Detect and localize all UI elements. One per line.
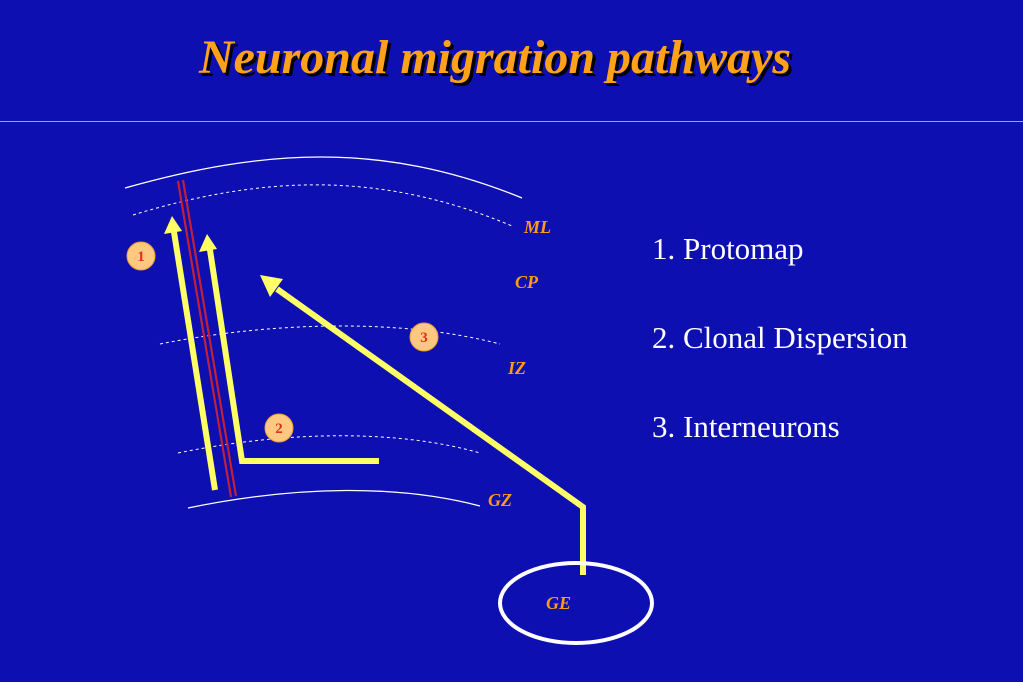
badge-number: 2 <box>275 421 283 437</box>
protomap-arrow-head <box>164 216 182 234</box>
radial-glia-fiber <box>176 180 233 498</box>
badge-3: 3 <box>409 322 439 352</box>
pathway-legend: 1. Protomap 2. Clonal Dispersion 3. Inte… <box>652 230 908 497</box>
pial-surface-line <box>124 156 523 199</box>
clonal-dispersion-arrow-shaft <box>207 249 379 464</box>
legend-item-protomap: 1. Protomap <box>652 231 804 266</box>
clonal-dispersion-arrow-head <box>199 234 217 252</box>
zone-label-ge: GE <box>546 593 571 613</box>
interneuron-arrow-head <box>260 275 283 297</box>
legend-item-interneurons: 3. Interneurons <box>652 409 840 444</box>
radial-glia-fiber <box>181 179 238 497</box>
ventricular-surface-line <box>187 489 481 509</box>
zone-label-iz: IZ <box>507 358 526 378</box>
protomap-arrow-shaft <box>171 231 218 491</box>
ml-boundary-line <box>132 184 513 227</box>
zone-label-ml: ML <box>523 217 551 237</box>
ganglionic-eminence-ellipse <box>498 561 654 645</box>
badge-2: 2 <box>264 413 294 443</box>
legend-item-clonal-dispersion: 2. Clonal Dispersion <box>652 320 908 355</box>
interneuron-arrow-shaft <box>275 286 586 575</box>
badge-1: 1 <box>126 241 156 271</box>
page-title: Neuronal migration pathways <box>198 31 792 84</box>
badge-number: 3 <box>420 330 428 346</box>
zone-label-cp: CP <box>515 272 539 292</box>
badge-number: 1 <box>137 249 145 265</box>
zone-label-gz: GZ <box>488 490 512 510</box>
title-divider <box>0 121 1023 122</box>
